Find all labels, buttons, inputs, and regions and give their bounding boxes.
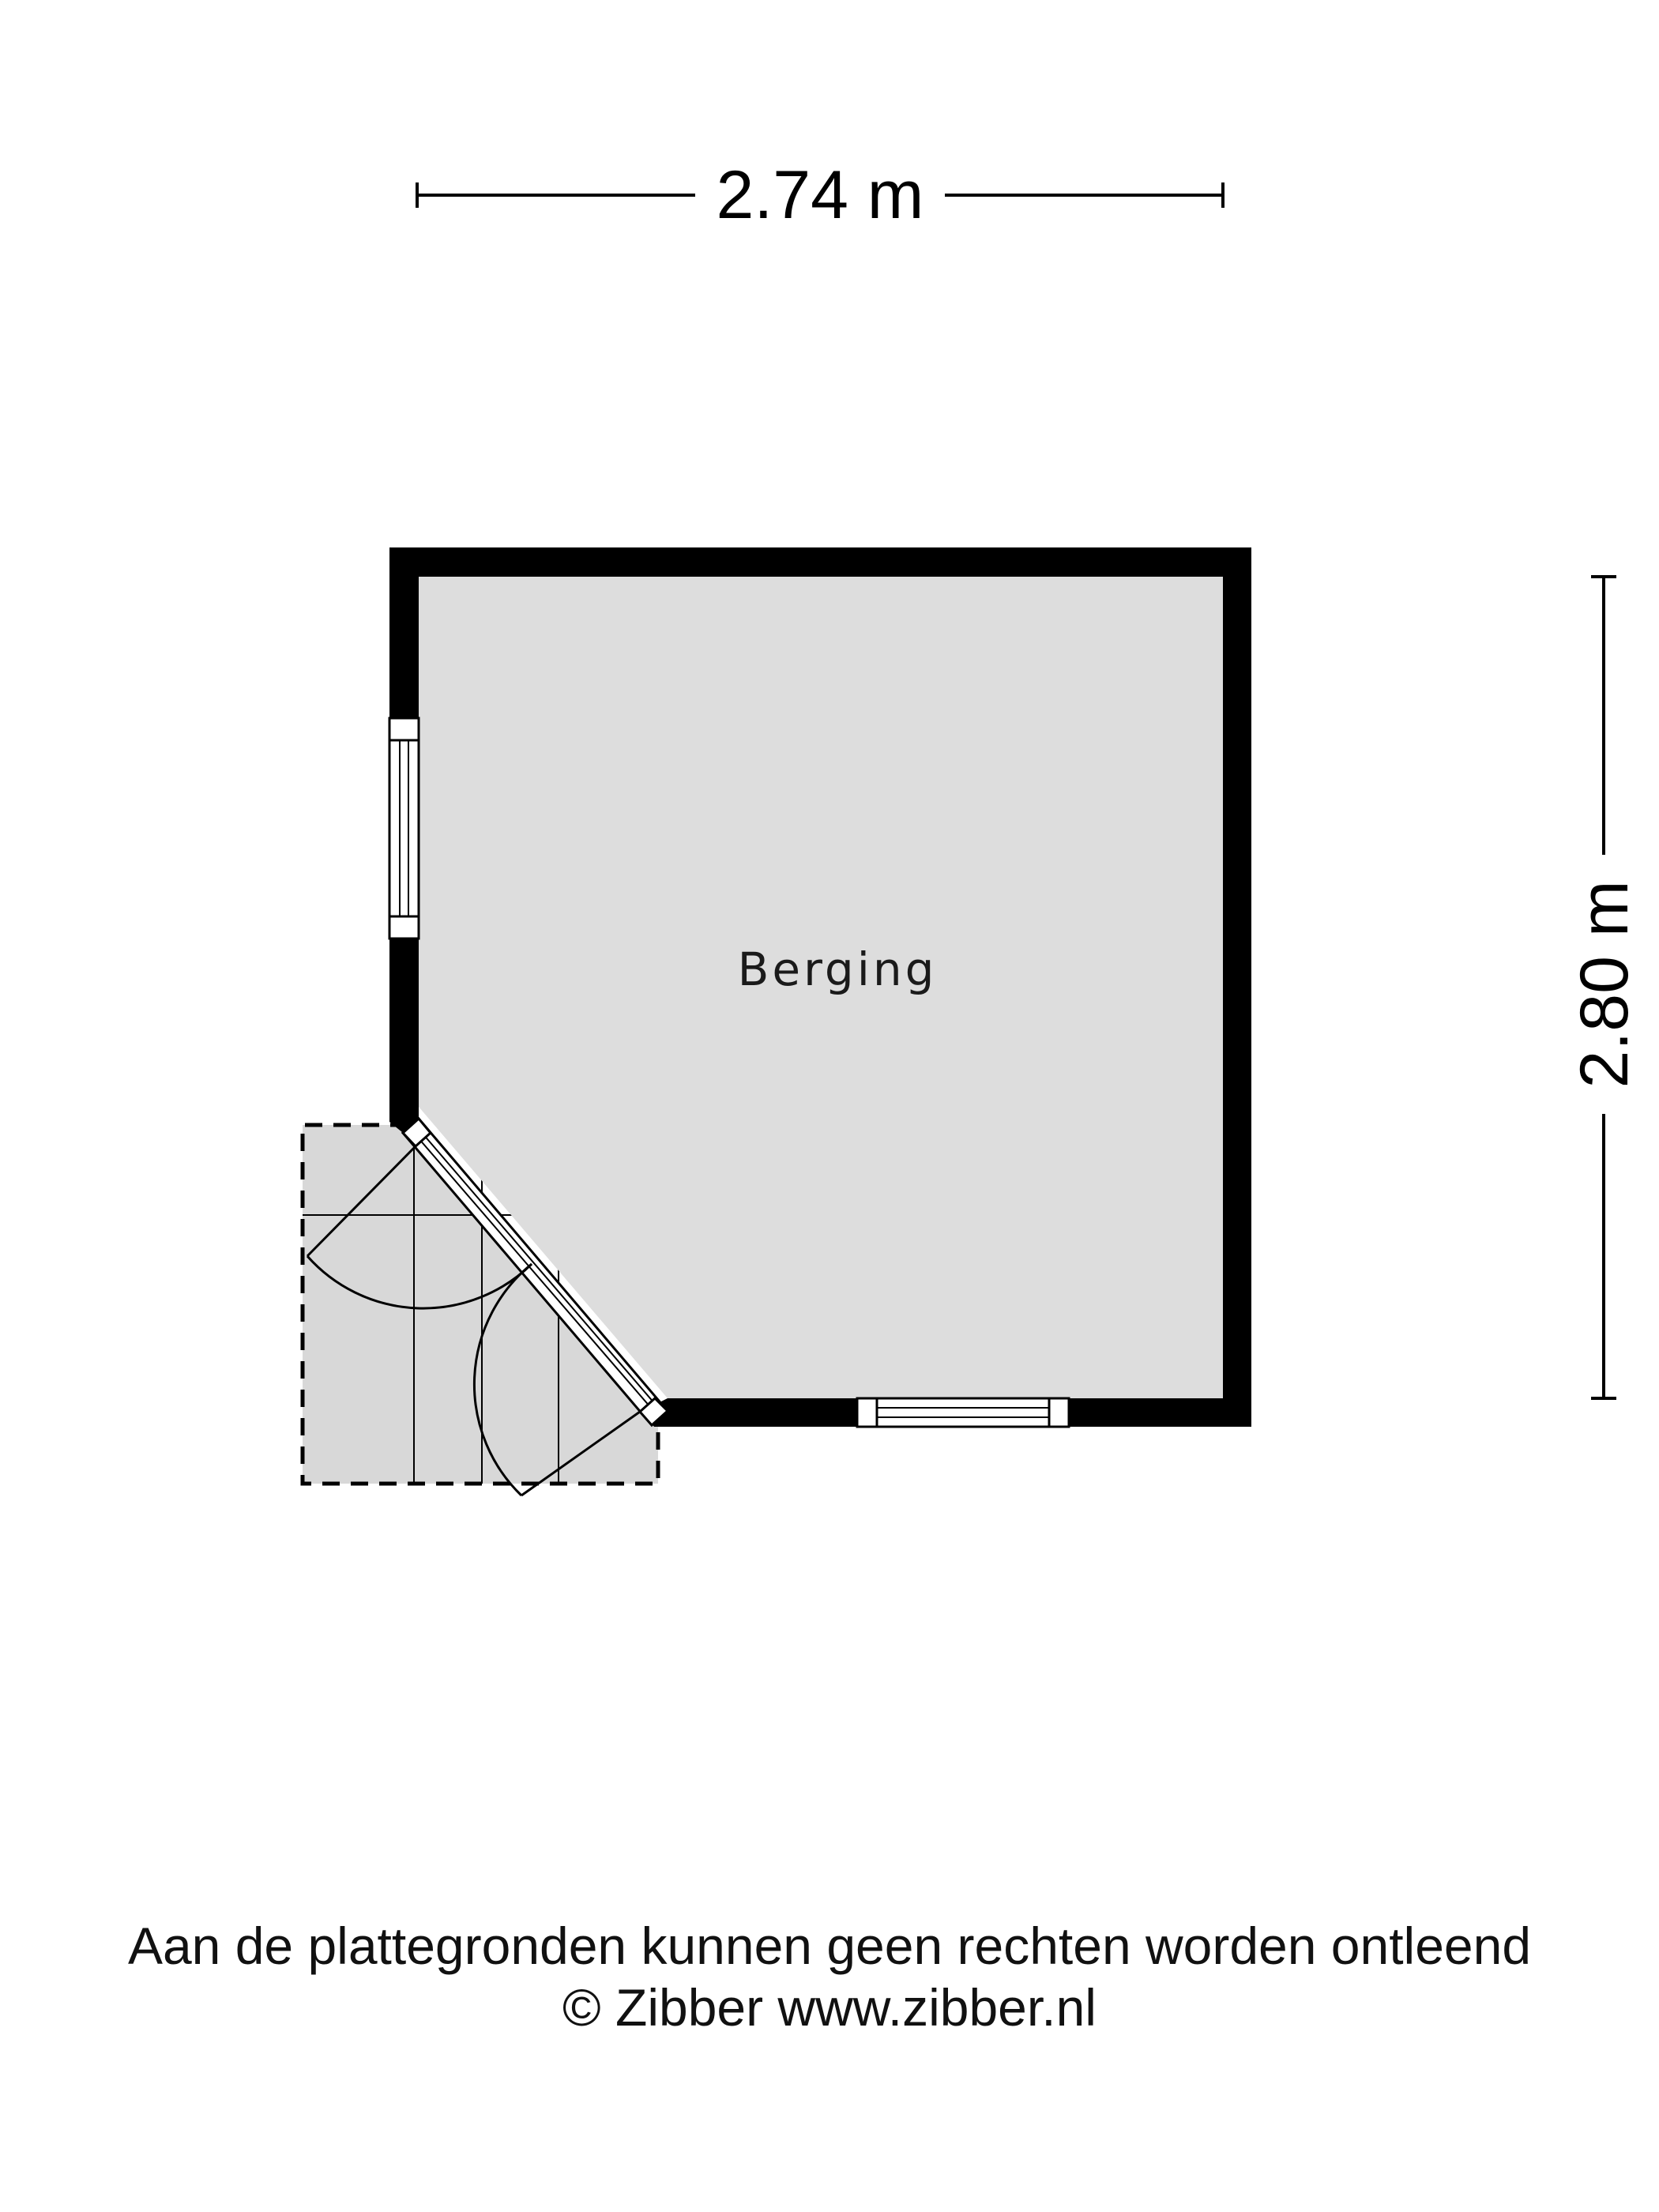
height-dimension: 2.80 m	[1567, 575, 1642, 1400]
window-bottom	[856, 1397, 1070, 1428]
door-leaf-right	[521, 1410, 641, 1497]
door-swing-right	[472, 1262, 532, 1497]
diagonal-door-frame	[401, 1116, 670, 1428]
disclaimer-text: Aan de plattegronden kunnen geen rechten…	[127, 1917, 1532, 1975]
width-dimension-label: 2.74 m	[717, 157, 924, 233]
diagonal-door-jamb-bottom	[638, 1396, 670, 1428]
footer: Aan de plattegronden kunnen geen rechten…	[0, 1915, 1659, 2038]
window-left-frame	[388, 717, 420, 940]
wall-left-lower	[389, 939, 419, 1107]
door-leaf-left	[306, 1145, 417, 1258]
wall-corner-left	[389, 1107, 419, 1133]
double-door	[306, 1145, 641, 1497]
wall-right	[1223, 547, 1251, 1427]
entrance-area-dashed-outline	[300, 1123, 660, 1486]
wall-top	[389, 547, 1251, 577]
door-swing-left	[306, 1255, 533, 1310]
wall-left-upper	[389, 547, 419, 718]
wall-bottom-right	[1069, 1398, 1223, 1427]
wall-bottom-left	[668, 1398, 857, 1427]
diagonal-door-glass-line	[412, 1122, 665, 1416]
room-floor	[419, 577, 1223, 1398]
window-bottom-frame	[856, 1397, 1070, 1428]
walls	[389, 547, 1251, 1427]
diagonal-door-glass-line	[408, 1126, 661, 1420]
diagonal-door-jamb-top	[401, 1116, 433, 1149]
height-dimension-label: 2.80 m	[1567, 881, 1642, 1089]
copyright-text: © Zibber www.zibber.nl	[562, 1978, 1097, 2037]
window-left	[388, 717, 420, 940]
room-label: Berging	[738, 942, 938, 996]
width-dimension: 2.74 m	[416, 157, 1224, 233]
